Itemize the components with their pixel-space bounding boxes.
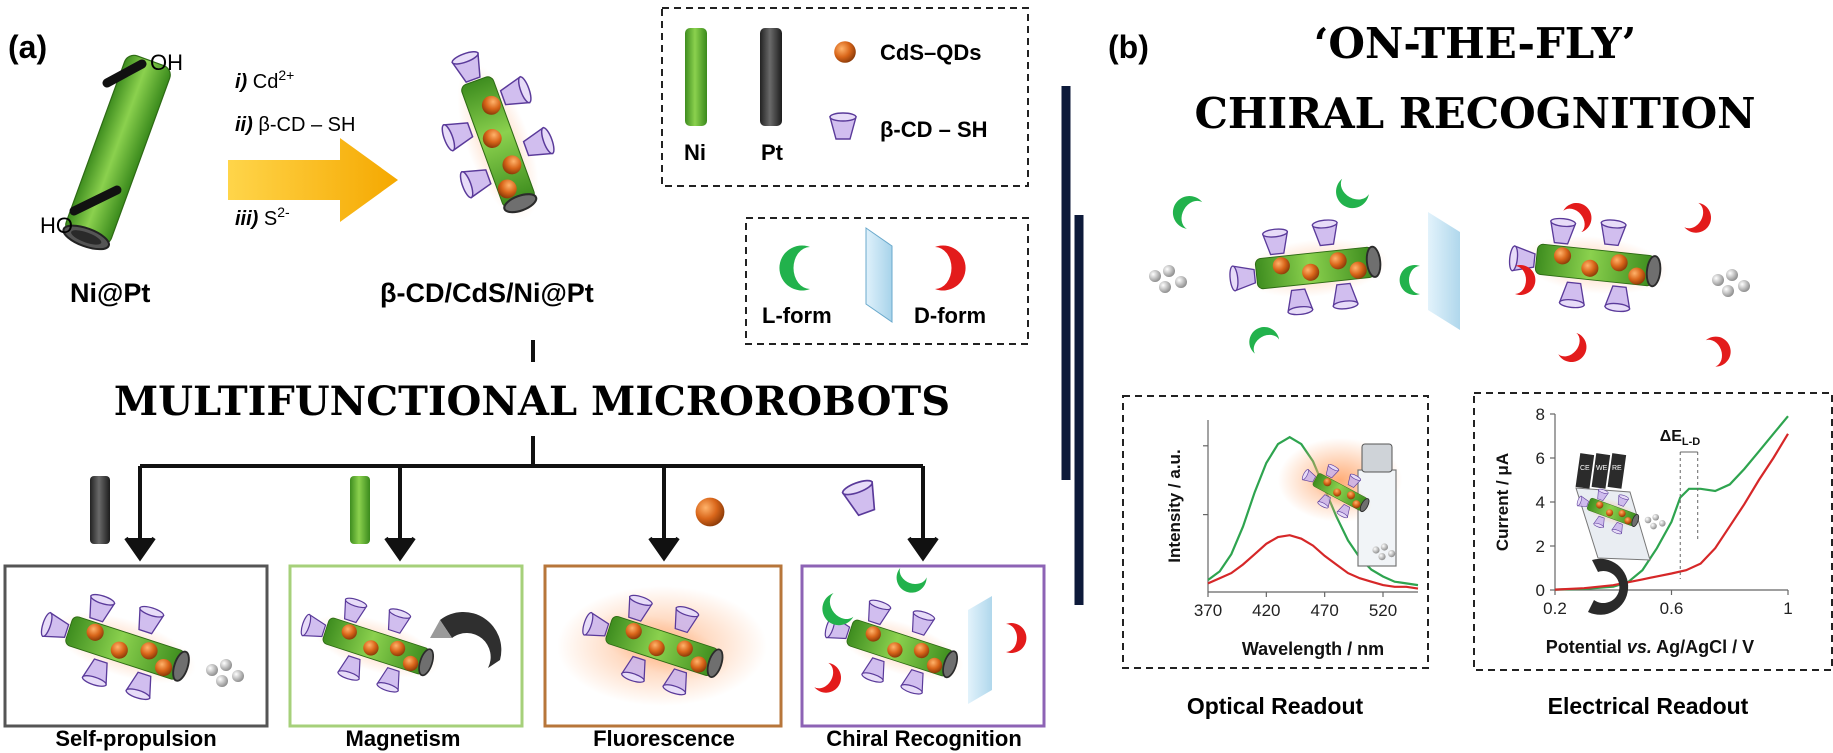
d-form-icon	[935, 245, 966, 291]
cd-icon	[829, 112, 857, 140]
panel-a-label: (a)	[8, 29, 47, 65]
electrode-ce: CE	[1580, 465, 1590, 472]
y-tick-label: 4	[1536, 493, 1545, 512]
y-tick-label: 2	[1536, 537, 1545, 556]
recognition-scene-d-form	[1505, 196, 1750, 369]
l-form-icon	[779, 245, 810, 291]
ni-rod-icon	[685, 28, 707, 126]
synthesis-arrow	[228, 138, 398, 222]
delta-e-label: ΔEL-D	[1660, 428, 1701, 448]
panel-divider	[1061, 86, 1084, 605]
label-fluorescence: Fluorescence	[593, 726, 735, 751]
step-3: iii) S2-	[235, 204, 290, 230]
y-tick-label: 6	[1536, 449, 1545, 468]
x-tick-label: 420	[1252, 601, 1280, 620]
label-magnetism: Magnetism	[346, 726, 461, 751]
panel-b-title-line-2: CHIRAL RECOGNITION	[1194, 89, 1755, 138]
cd-function-icon	[840, 476, 883, 519]
x-axis-label: Wavelength / nm	[1242, 639, 1384, 659]
x-tick-label: 1	[1783, 599, 1792, 618]
x-tick-label: 0.2	[1543, 599, 1567, 618]
x-tick-label: 520	[1369, 601, 1397, 620]
function-box-fluorescence: Fluorescence	[543, 564, 783, 751]
chiral-membrane	[1428, 212, 1460, 330]
component-legend: Ni Pt CdS–QDs β-CD – SH	[661, 7, 1029, 187]
function-box-self-propulsion: Self-propulsion	[3, 564, 269, 751]
y-axis-label: Current / μA	[1493, 453, 1512, 551]
cuvette-illustration	[1278, 438, 1402, 567]
series-line-d-form	[1554, 433, 1789, 591]
qd-icon	[834, 41, 856, 63]
x-tick-label: 370	[1194, 601, 1222, 620]
ni-segment-icon	[350, 476, 370, 544]
function-box-magnetism: Magnetism	[288, 564, 524, 751]
recognition-scene-l-form	[1149, 178, 1420, 355]
chiral-membrane-icon	[865, 227, 893, 323]
electrode-we: WE	[1596, 465, 1608, 472]
functionalized-robot-illustration	[419, 36, 574, 236]
enantiomer-legend: L-form D-form	[745, 217, 1029, 345]
step-1: i) Cd2+	[235, 67, 294, 93]
legend-cd: β-CD – SH	[880, 117, 988, 142]
hydroxyl-bond-bottom	[69, 185, 122, 216]
precursor-name: Ni@Pt	[70, 278, 150, 308]
legend-qds: CdS–QDs	[880, 40, 981, 65]
x-tick-label: 0.6	[1660, 599, 1684, 618]
legend-pt: Pt	[761, 140, 784, 165]
function-tree	[124, 436, 939, 562]
legend-ni: Ni	[684, 140, 706, 165]
product-name: β-CD/CdS/Ni@Pt	[380, 278, 594, 308]
panel-b-label: (b)	[1108, 29, 1149, 65]
panel-a: (a) OH HO Ni@Pt i) Cd2+ ii) β-CD – SH ii…	[3, 7, 1046, 751]
y-tick-label: 8	[1536, 405, 1545, 424]
electrode-illustration: CE WE RE	[1572, 453, 1666, 615]
panel-b-title-line-1: ‘ON-THE-FLY’	[1314, 19, 1637, 68]
legend-d-form: D-form	[914, 303, 986, 328]
pt-segment-icon	[90, 476, 110, 544]
oh-label: OH	[150, 50, 183, 75]
pt-rod-icon	[760, 28, 782, 126]
panel-b: (b) ‘ON-THE-FLY’ CHIRAL RECOGNITION 370 4…	[1108, 19, 1833, 719]
legend-l-form: L-form	[762, 303, 832, 328]
ho-label: HO	[40, 213, 73, 238]
hydroxyl-bond-top	[102, 59, 147, 88]
electrode-re: RE	[1612, 465, 1622, 472]
qd-function-icon	[695, 497, 725, 527]
x-tick-label: 470	[1310, 601, 1338, 620]
optical-readout-caption: Optical Readout	[1187, 693, 1364, 719]
label-self-propulsion: Self-propulsion	[55, 726, 216, 751]
series-line-d-form	[1207, 534, 1419, 590]
step-2: ii) β-CD – SH	[235, 114, 355, 136]
electrical-readout-caption: Electrical Readout	[1548, 693, 1749, 719]
function-box-chiral-recognition: Chiral Recognition	[800, 564, 1046, 751]
label-chiral-recognition: Chiral Recognition	[826, 726, 1022, 751]
multifunctional-title: MULTIFUNCTIONAL MICROROBOTS	[114, 378, 950, 425]
magnet-icon	[430, 611, 502, 668]
x-axis-label: Potential vs. Ag/AgCl / V	[1546, 637, 1754, 657]
y-tick-label: 0	[1536, 581, 1545, 600]
y-axis-label: Intensity / a.u.	[1165, 449, 1184, 562]
